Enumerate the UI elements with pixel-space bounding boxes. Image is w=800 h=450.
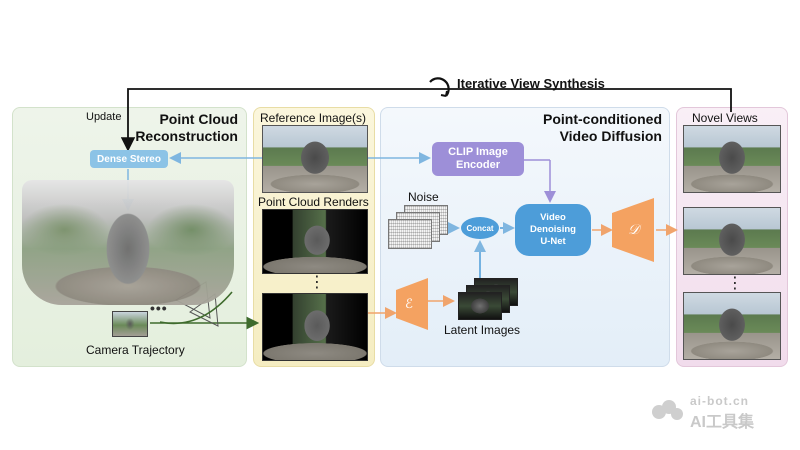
renders-label: Point Cloud Renders <box>258 195 369 209</box>
loop-arrow <box>120 88 732 152</box>
loop-label: Iterative View Synthesis <box>457 76 605 91</box>
refresh-icon <box>429 77 450 97</box>
watermark-logo-icon <box>652 400 683 420</box>
recon-title-line2: Reconstruction <box>135 128 238 144</box>
unet-box: Video Denoising U-Net <box>515 204 591 256</box>
decoder-symbol: 𝒟 <box>628 221 640 237</box>
watermark-line1: ai-bot.cn <box>690 394 749 408</box>
novel-title: Novel Views <box>692 111 758 125</box>
encoder-block <box>396 278 428 330</box>
novel-view-2 <box>683 207 781 275</box>
update-label: Update <box>86 111 122 123</box>
encoder-symbol: ℰ <box>405 296 413 311</box>
reference-title: Reference Image(s) <box>260 111 367 125</box>
clip-encoder-box: CLIP Image Encoder <box>432 142 524 176</box>
reference-image <box>262 125 368 193</box>
diffusion-title-line2: Video Diffusion <box>559 128 662 144</box>
clip-line1: CLIP Image <box>448 146 508 158</box>
point-cloud-image <box>22 180 234 305</box>
novel-vdots: ⋮ <box>727 275 743 292</box>
unet-line3: U-Net <box>540 236 566 247</box>
diffusion-title: Point-conditioned Video Diffusion <box>520 111 662 145</box>
unet-line1: Video <box>540 212 566 223</box>
diffusion-title-line1: Point-conditioned <box>543 111 662 127</box>
concat-node: Concat <box>461 217 499 239</box>
latent-label: Latent Images <box>444 323 521 337</box>
point-cloud-render-2 <box>262 293 368 361</box>
point-cloud-render-1 <box>262 209 368 274</box>
decoder-block <box>612 198 654 262</box>
recon-title-line1: Point Cloud <box>159 111 238 127</box>
latent-frame-front <box>458 292 502 320</box>
novel-view-1 <box>683 125 781 193</box>
render-vdots: ⋮ <box>309 274 325 291</box>
watermark-line2: AI工具集 <box>690 414 755 431</box>
novel-view-3 <box>683 292 781 360</box>
camera-trajectory-label: Camera Trajectory <box>86 343 185 357</box>
noise-frame-front <box>388 219 432 249</box>
camera-view-thumbnail <box>112 311 148 337</box>
dense-stereo-box: Dense Stereo <box>90 150 168 168</box>
recon-title: Point Cloud Reconstruction <box>128 111 238 145</box>
clip-line2: Encoder <box>455 159 500 171</box>
noise-label: Noise <box>408 190 439 204</box>
trajectory-dots: ••• <box>150 300 168 316</box>
unet-line2: Denoising <box>530 224 576 235</box>
